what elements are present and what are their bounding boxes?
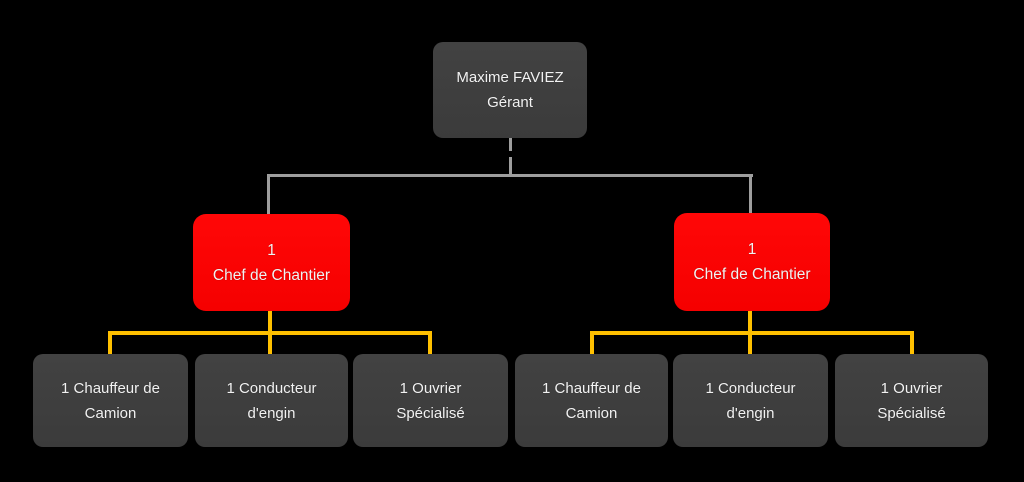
org-node-worker-2: 1 Conducteur d'engin bbox=[195, 354, 348, 447]
org-node-worker-2-line2: d'engin bbox=[247, 404, 296, 422]
connector-right-workers-horizontal bbox=[590, 331, 914, 335]
org-node-root-name: Maxime FAVIEZ bbox=[456, 69, 564, 86]
org-node-worker-4-line1: 1 Chauffeur de bbox=[542, 379, 641, 397]
org-node-worker-1-line1: 1 Chauffeur de bbox=[61, 379, 160, 397]
org-node-root-gerant: Maxime FAVIEZ Gérant bbox=[433, 42, 587, 138]
connector-drop-worker-4 bbox=[590, 331, 594, 354]
org-node-worker-1-line2: Camion bbox=[84, 404, 137, 422]
org-node-worker-5-line2: d'engin bbox=[726, 404, 775, 422]
connector-drop-worker-1 bbox=[108, 331, 112, 354]
org-node-manager-right: 1 Chef de Chantier bbox=[674, 213, 830, 311]
org-node-worker-4-line2: Camion bbox=[565, 404, 618, 422]
org-node-worker-1: 1 Chauffeur de Camion bbox=[33, 354, 188, 447]
connector-drop-worker-3 bbox=[428, 331, 432, 354]
org-node-worker-3-line2: Spécialisé bbox=[396, 404, 465, 422]
org-node-manager-left-count: 1 bbox=[267, 241, 276, 259]
org-node-manager-left: 1 Chef de Chantier bbox=[193, 214, 350, 311]
org-node-worker-6: 1 Ouvrier Spécialisé bbox=[835, 354, 988, 447]
org-node-worker-3-line1: 1 Ouvrier bbox=[399, 379, 462, 397]
org-node-manager-right-count: 1 bbox=[747, 241, 757, 258]
connector-drop-worker-6 bbox=[910, 331, 914, 354]
connector-root-stub-lower bbox=[509, 157, 512, 177]
org-node-worker-2-line1: 1 Conducteur bbox=[226, 379, 317, 397]
connector-root-stub-upper bbox=[509, 138, 512, 151]
connector-managers-horizontal bbox=[267, 174, 753, 177]
org-node-worker-4: 1 Chauffeur de Camion bbox=[515, 354, 668, 447]
org-node-root-title: Gérant bbox=[487, 94, 533, 111]
org-node-manager-right-title: Chef de Chantier bbox=[693, 266, 811, 283]
org-node-worker-3: 1 Ouvrier Spécialisé bbox=[353, 354, 508, 447]
org-node-worker-6-line2: Spécialisé bbox=[877, 404, 946, 422]
org-node-manager-left-title: Chef de Chantier bbox=[212, 266, 331, 284]
connector-drop-manager-right bbox=[749, 174, 752, 214]
connector-drop-manager-left bbox=[267, 174, 270, 215]
org-node-worker-5: 1 Conducteur d'engin bbox=[673, 354, 828, 447]
connector-left-workers-horizontal bbox=[108, 331, 432, 335]
org-node-worker-6-line1: 1 Ouvrier bbox=[880, 379, 943, 397]
org-node-worker-5-line1: 1 Conducteur bbox=[705, 379, 796, 397]
